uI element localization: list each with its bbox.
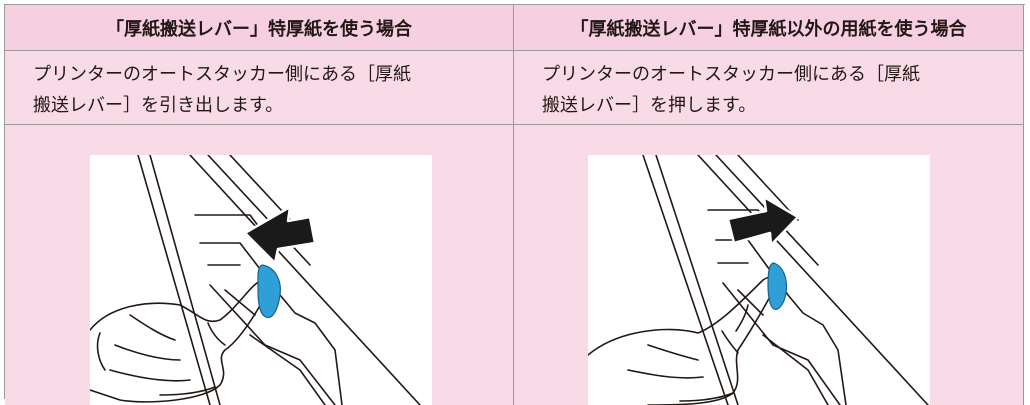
pull-lever-drawing: [90, 155, 421, 405]
header-cell-other-paper: 「厚紙搬送レバー」特厚紙以外の用紙を使う場合: [514, 5, 1024, 51]
instruction-cell-push: プリンターのオートスタッカー側にある［厚紙 搬送レバー］を押します。: [514, 51, 1024, 125]
header-cell-extra-thick: 「厚紙搬送レバー」特厚紙を使う場合: [5, 5, 514, 51]
header-extra-thick-paper: 「厚紙搬送レバー」特厚紙を使う場合: [106, 18, 412, 40]
illustration-row: [5, 125, 1025, 405]
instruction-push-line1: プリンターのオートスタッカー側にある［厚紙: [542, 64, 920, 85]
instruction-push-line2: 搬送レバー］を押します。: [542, 95, 757, 116]
illustration-cell-push: [514, 125, 1024, 405]
header-other-paper: 「厚紙搬送レバー」特厚紙以外の用紙を使う場合: [570, 18, 967, 40]
pull-lever-illustration: [90, 155, 432, 405]
illustration-cell-pull: [5, 125, 514, 405]
instruction-pull-line2: 搬送レバー］を引き出します。: [33, 95, 284, 116]
header-row: 「厚紙搬送レバー」特厚紙を使う場合 「厚紙搬送レバー」特厚紙以外の用紙を使う場合: [5, 5, 1025, 51]
instruction-pull-line1: プリンターのオートスタッカー側にある［厚紙: [33, 64, 411, 85]
instruction-table: 「厚紙搬送レバー」特厚紙を使う場合 「厚紙搬送レバー」特厚紙以外の用紙を使う場合…: [4, 4, 1025, 405]
instruction-cell-pull: プリンターのオートスタッカー側にある［厚紙 搬送レバー］を引き出します。: [5, 51, 514, 125]
lever: [767, 262, 788, 310]
push-lever-drawing: [588, 155, 929, 405]
instruction-row: プリンターのオートスタッカー側にある［厚紙 搬送レバー］を引き出します。 プリン…: [5, 51, 1025, 125]
lever: [257, 264, 281, 319]
push-lever-illustration: [588, 155, 930, 405]
